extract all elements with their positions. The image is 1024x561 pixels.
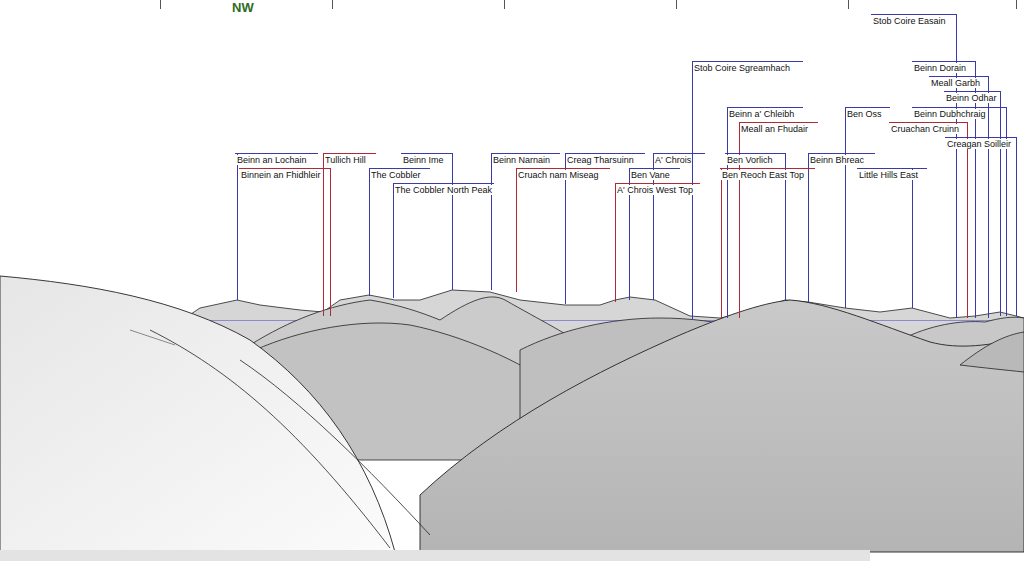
leader-line bbox=[845, 107, 846, 308]
peak-name: Cruachan Cruinn bbox=[890, 124, 960, 134]
label-rule bbox=[323, 153, 376, 154]
leader-line bbox=[727, 107, 728, 318]
leader-line bbox=[323, 153, 324, 316]
ground-strip bbox=[0, 550, 870, 561]
peak-leader bbox=[516, 168, 610, 292]
peak-leader bbox=[871, 14, 957, 318]
peak-name: Beinn Dorain bbox=[913, 63, 967, 73]
label-rule bbox=[845, 107, 890, 108]
leader-line bbox=[739, 122, 740, 318]
peak-name: Stob Coire Easain bbox=[872, 16, 947, 26]
leader-line bbox=[369, 168, 370, 296]
peak-leader bbox=[720, 168, 815, 318]
peak-leader bbox=[739, 122, 818, 318]
peak-name: Tullich Hill bbox=[324, 155, 367, 165]
leader-line bbox=[516, 168, 517, 292]
peak-name: A' Chrois West Top bbox=[616, 185, 694, 195]
peak-name: The Cobbler bbox=[370, 170, 422, 180]
peak-leader bbox=[393, 183, 494, 298]
slope-line bbox=[150, 330, 390, 548]
peak-name: The Cobbler North Peak bbox=[394, 185, 493, 195]
label-rule bbox=[912, 61, 975, 62]
leader-line bbox=[912, 168, 913, 308]
label-rule bbox=[725, 153, 785, 154]
leader-line bbox=[967, 122, 968, 318]
right-knoll bbox=[960, 332, 1024, 372]
peak-name: A' Chrois bbox=[654, 155, 692, 165]
peak-name: Beinn Ime bbox=[402, 155, 445, 165]
label-rule bbox=[393, 183, 494, 184]
peak-name: Ben Oss bbox=[846, 109, 883, 119]
leader-line bbox=[956, 14, 957, 318]
peak-name: Binnein an Fhidhleir bbox=[240, 170, 322, 180]
big-hill bbox=[420, 300, 1024, 552]
label-rule bbox=[808, 153, 875, 154]
label-rule bbox=[239, 168, 330, 169]
leader-line bbox=[1016, 137, 1017, 316]
peak-name: Beinn Dubhchraig bbox=[913, 109, 987, 119]
label-rule bbox=[629, 168, 680, 169]
label-rule bbox=[944, 91, 1000, 92]
label-rule bbox=[727, 107, 803, 108]
peak-name: Creag Tharsuinn bbox=[566, 155, 635, 165]
leader-line bbox=[393, 183, 394, 298]
label-rule bbox=[929, 76, 988, 77]
peak-leader bbox=[323, 153, 376, 316]
label-rule bbox=[739, 122, 818, 123]
peak-leader bbox=[727, 107, 803, 318]
peak-leader bbox=[239, 168, 331, 316]
peak-name: Beinn Odhar bbox=[945, 93, 998, 103]
peak-name: Beinn Narnain bbox=[492, 155, 551, 165]
label-rule bbox=[565, 153, 645, 154]
label-rule bbox=[401, 153, 452, 154]
leader-line bbox=[721, 168, 722, 318]
slope-line bbox=[240, 360, 430, 535]
label-rule bbox=[653, 153, 705, 154]
leader-line bbox=[1000, 91, 1001, 316]
peak-name: Meall Garbh bbox=[930, 78, 981, 88]
leader-line bbox=[491, 153, 492, 290]
label-rule bbox=[369, 168, 430, 169]
slope-line bbox=[130, 330, 175, 345]
leader-line bbox=[808, 153, 809, 302]
peak-leader bbox=[857, 168, 927, 308]
peak-name: Ben Vane bbox=[630, 170, 671, 180]
compass-ticks bbox=[161, 0, 1017, 9]
peak-name: Cruach nam Miseag bbox=[517, 170, 600, 180]
peak-name: Meall an Fhudair bbox=[740, 124, 809, 134]
label-rule bbox=[889, 122, 967, 123]
peak-name: Stob Coire Sgreamhach bbox=[693, 63, 791, 73]
peak-name: Ben Reoch East Top bbox=[721, 170, 805, 180]
leader-line bbox=[330, 168, 331, 316]
leader-line bbox=[452, 153, 453, 290]
label-rule bbox=[615, 183, 700, 184]
peak-name: Creagan Soilleir bbox=[946, 139, 1012, 149]
peak-leader bbox=[615, 183, 700, 302]
label-rule bbox=[945, 137, 1016, 138]
peak-name: Ben Vorlich bbox=[726, 155, 774, 165]
label-rule bbox=[857, 168, 927, 169]
peak-leader bbox=[889, 122, 968, 318]
peak-name: Beinn an Lochain bbox=[236, 155, 308, 165]
label-rule bbox=[235, 153, 318, 154]
leader-line bbox=[988, 76, 989, 318]
peak-name: Little Hills East bbox=[858, 170, 919, 180]
peak-name: Beinn a' Chleibh bbox=[728, 109, 795, 119]
label-rule bbox=[871, 14, 956, 15]
label-rule bbox=[692, 61, 803, 62]
peak-leader bbox=[845, 107, 890, 308]
leader-line bbox=[237, 153, 238, 300]
label-rule bbox=[912, 107, 1006, 108]
peak-name: Beinn Bhreac bbox=[809, 155, 865, 165]
label-rule bbox=[720, 168, 815, 169]
label-rule bbox=[516, 168, 610, 169]
near-hill bbox=[0, 276, 395, 552]
compass-direction: NW bbox=[232, 1, 254, 14]
peak-leader bbox=[692, 61, 803, 320]
peak-leader bbox=[945, 137, 1017, 316]
label-rule bbox=[491, 153, 560, 154]
leader-line bbox=[615, 183, 616, 302]
